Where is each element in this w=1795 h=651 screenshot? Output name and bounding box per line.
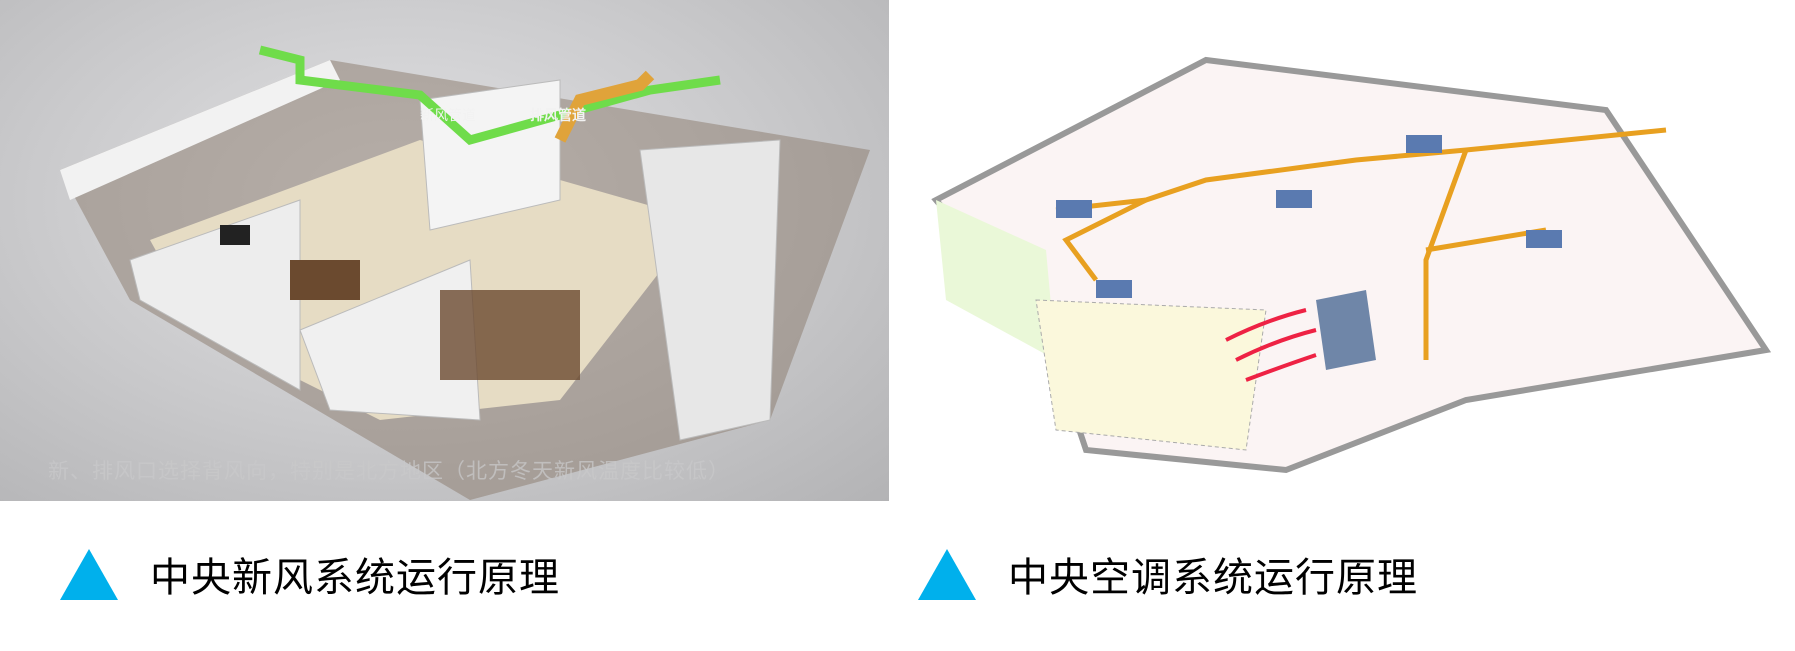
ac-floorplan-3d [931, 56, 1772, 474]
fresh-air-system-illustration: 新风管道 排风管道 新、排风口选择背风向，特别是北方地区（北方冬天新风温度比较低… [0, 0, 889, 501]
house-floorplan-3d [60, 45, 870, 500]
ac-caption-text: 中央空调系统运行原理 [1008, 555, 1418, 601]
triangle-bullet-icon [60, 548, 118, 600]
fresh-air-caption: 中央新风系统运行原理 [60, 548, 560, 601]
illustration-subtitle: 新、排风口选择背风向，特别是北方地区（北方冬天新风温度比较低） [48, 459, 730, 483]
ac-caption: 中央空调系统运行原理 [918, 548, 1418, 601]
fresh-air-duct-label: 新风管道 [420, 108, 476, 124]
triangle-bullet-icon [918, 548, 976, 600]
exhaust-duct-label: 排风管道 [530, 108, 586, 124]
fresh-air-caption-text: 中央新风系统运行原理 [150, 555, 560, 601]
central-ac-system-illustration [906, 0, 1795, 493]
